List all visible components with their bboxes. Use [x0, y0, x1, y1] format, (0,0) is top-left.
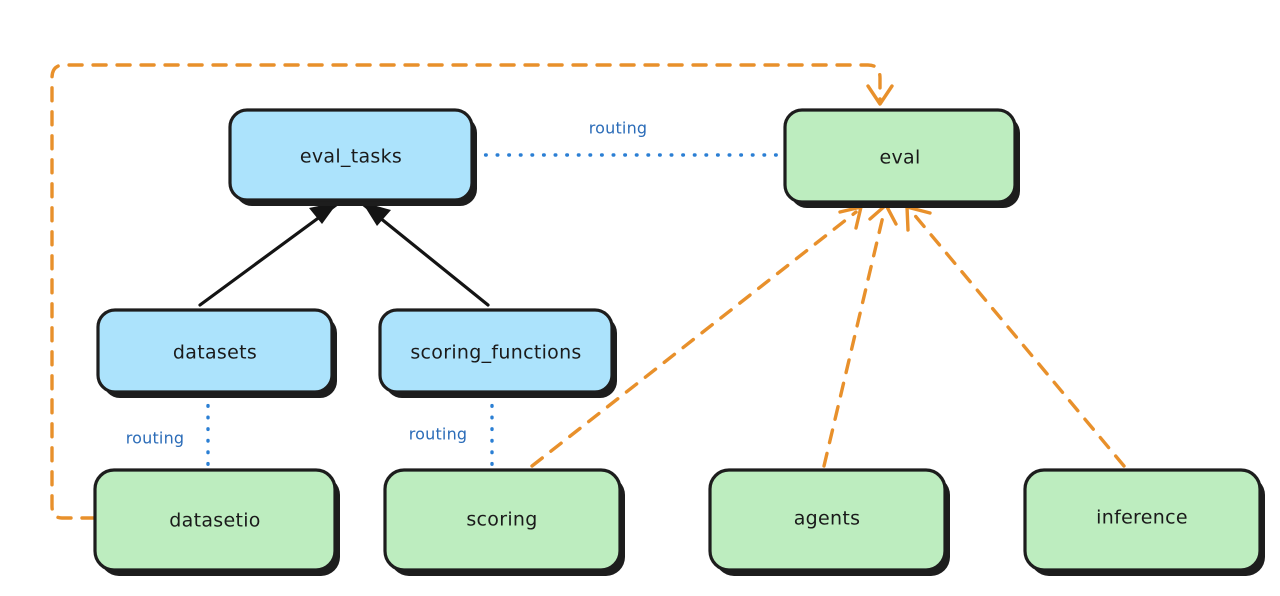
node-eval-box[interactable] — [783, 108, 1017, 204]
node-agents[interactable]: agents — [708, 468, 950, 576]
edge-label-routing-eval_tasks-eval: routing — [589, 119, 648, 138]
node-eval-label: eval — [879, 147, 920, 169]
node-scoring_functions-box[interactable] — [378, 308, 614, 394]
edge-agents-to-eval — [822, 203, 898, 468]
node-scoring[interactable]: scoring — [383, 468, 625, 576]
node-scoring_functions-label: scoring_functions — [410, 342, 581, 364]
node-scoring-label: scoring — [466, 509, 537, 531]
node-eval_tasks-box[interactable] — [228, 108, 474, 202]
node-datasets-label: datasets — [173, 342, 257, 364]
edge-datasets-to-eval_tasks — [198, 202, 338, 307]
node-eval[interactable]: eval — [783, 108, 1020, 208]
edge-label-routing-scoring_functions-scoring: routing — [409, 425, 468, 444]
node-eval_tasks-label: eval_tasks — [300, 146, 402, 168]
edge-inference-to-eval — [905, 205, 1126, 468]
node-datasetio-box[interactable] — [93, 468, 337, 572]
node-inference[interactable]: inference — [1023, 468, 1265, 576]
edge-label-routing-datasets-datasetio: routing — [126, 429, 185, 448]
node-datasetio-label: datasetio — [169, 510, 260, 532]
edge-scoring_functions-to-eval_tasks — [362, 202, 490, 307]
node-datasetio[interactable]: datasetio — [93, 468, 340, 576]
node-agents-box[interactable] — [708, 468, 947, 572]
edge-datasetio-to-eval — [50, 63, 894, 520]
node-datasets[interactable]: datasets — [96, 308, 337, 398]
node-scoring_functions[interactable]: scoring_functions — [378, 308, 617, 398]
node-scoring-box[interactable] — [383, 468, 622, 572]
node-eval_tasks[interactable]: eval_tasks — [228, 108, 477, 206]
node-inference-box[interactable] — [1023, 468, 1262, 572]
node-datasets-box[interactable] — [96, 308, 334, 394]
node-agents-label: agents — [794, 508, 861, 530]
node-inference-label: inference — [1096, 507, 1188, 529]
